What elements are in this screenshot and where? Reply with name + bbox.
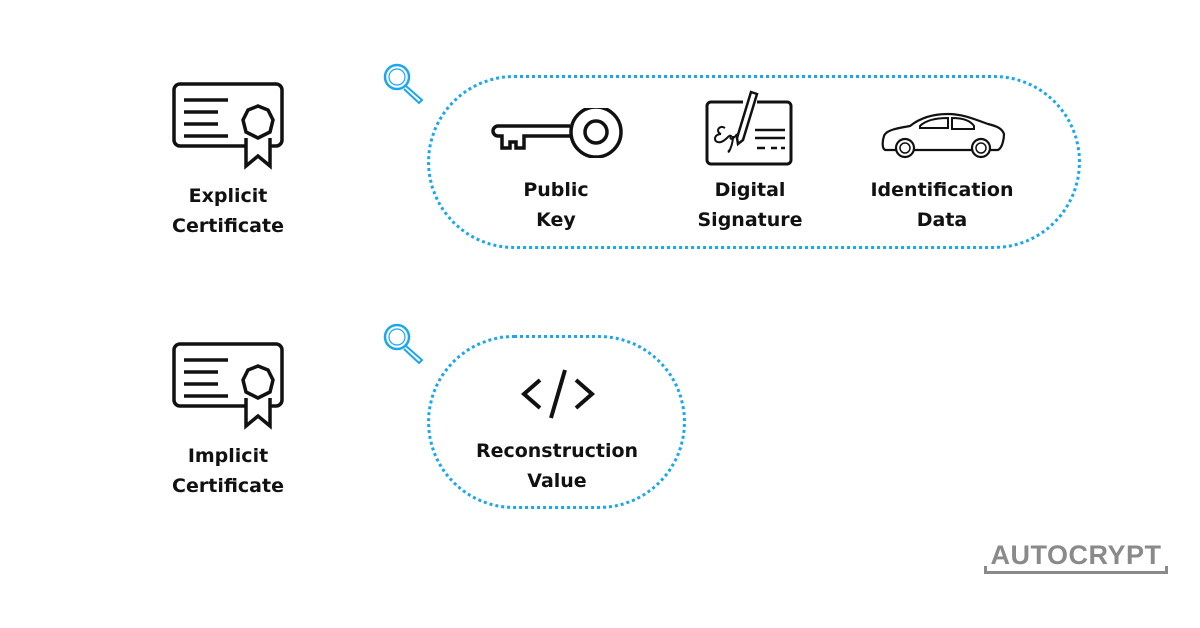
- implicit-contents-group: [427, 335, 686, 509]
- logo-text: AUTOCRYPT: [990, 540, 1162, 570]
- code-icon: [520, 369, 596, 419]
- autocrypt-logo: AUTOCRYPT: [984, 540, 1168, 574]
- logo-bracket: [984, 566, 1168, 574]
- key-icon: [491, 108, 623, 158]
- signature-icon: [705, 90, 793, 166]
- magnifier-icon: [383, 323, 424, 365]
- explicit-certificate-icon: [172, 82, 284, 170]
- explicit-contents-group: [427, 75, 1081, 249]
- implicit-certificate-icon: [172, 342, 284, 430]
- magnifier-icon: [383, 63, 424, 105]
- car-icon: [881, 112, 1006, 159]
